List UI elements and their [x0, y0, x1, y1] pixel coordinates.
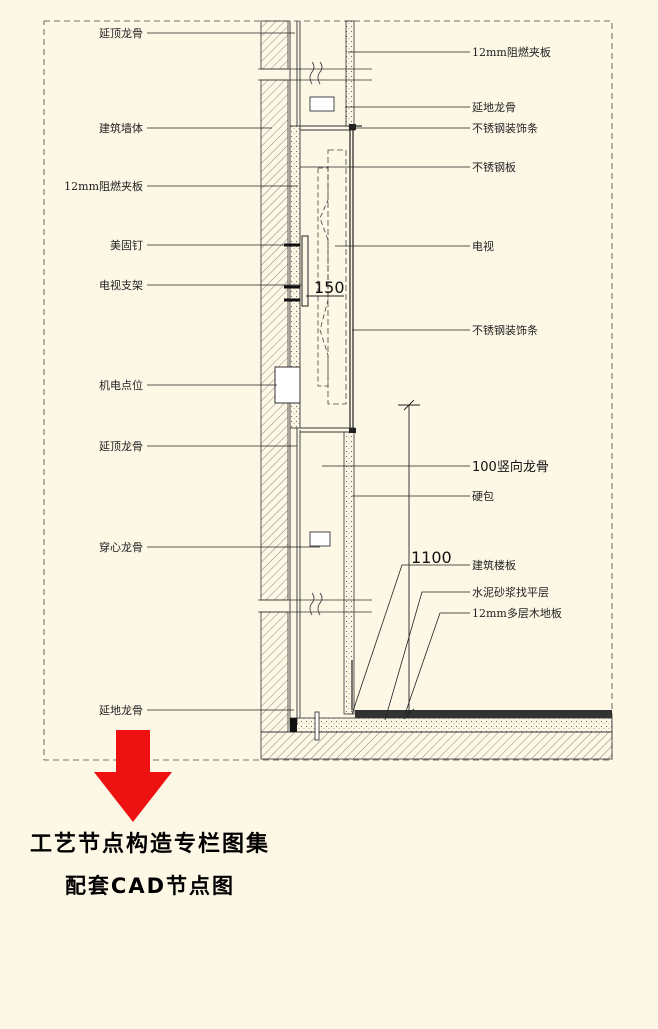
track-clip	[309, 96, 335, 112]
caption: 工艺节点构造专栏图集 配套CAD节点图	[0, 826, 300, 900]
arrow-down-icon	[94, 730, 172, 822]
building-wall	[260, 611, 289, 733]
label-fire-plywood: 12mm阻燃夹板	[64, 179, 143, 193]
floor-track	[290, 718, 297, 732]
label-ceiling-track-2: 延顶龙骨	[99, 440, 143, 453]
label-ss-plate: 不锈钢板	[472, 160, 516, 174]
upper-panel	[345, 20, 355, 127]
label-tv-bracket: 电视支架	[99, 278, 143, 292]
floor-bolt	[314, 711, 320, 741]
label-mortar: 水泥砂浆找平层	[472, 585, 549, 599]
label-wood-floor: 12mm多层木地板	[472, 606, 562, 620]
drawing-frame	[43, 20, 613, 761]
hard-pack	[343, 431, 355, 715]
label-fire-plywood-right: 12mm阻燃夹板	[472, 45, 551, 59]
label-ss-strip-2: 不锈钢装饰条	[472, 323, 538, 337]
floor-slab	[260, 731, 613, 760]
anchor-bolts	[284, 243, 300, 302]
wood-floor	[355, 710, 612, 718]
right-leaders	[300, 51, 470, 721]
label-through-stud: 穿心龙骨	[99, 540, 143, 554]
tv-bracket-outline	[317, 167, 329, 387]
dimension-lines	[306, 295, 420, 720]
left-leaders	[147, 32, 320, 711]
label-floor-slab: 建筑楼板	[472, 558, 516, 572]
caption-line1: 工艺节点构造专栏图集	[29, 832, 270, 857]
junction-box	[274, 366, 301, 404]
label-hard-pack: 硬包	[472, 490, 494, 503]
tv-outline	[327, 149, 347, 405]
building-wall	[260, 79, 289, 601]
mortar-layer	[289, 717, 613, 733]
decor-strip	[349, 124, 356, 130]
label-ss-strip: 不锈钢装饰条	[472, 121, 538, 135]
label-building-wall: 建筑墙体	[99, 121, 143, 135]
label-anchor: 美固钉	[110, 239, 143, 252]
through-stud-clip	[309, 531, 331, 547]
label-vertical-stud: 100竖向龙骨	[472, 459, 549, 475]
label-tv: 电视	[472, 239, 494, 253]
decor-strip	[349, 428, 356, 433]
label-floor-track-right: 延地龙骨	[472, 101, 516, 114]
building-wall	[260, 20, 289, 70]
label-mep-point: 机电点位	[99, 378, 143, 392]
tv-bracket	[301, 235, 309, 307]
dimension-1100: 1100	[411, 548, 452, 567]
caption-line2: 配套CAD节点图	[64, 874, 236, 898]
label-ceiling-track: 延顶龙骨	[99, 27, 143, 40]
dimension-150: 150	[314, 278, 345, 297]
label-floor-track: 延地龙骨	[99, 704, 143, 717]
